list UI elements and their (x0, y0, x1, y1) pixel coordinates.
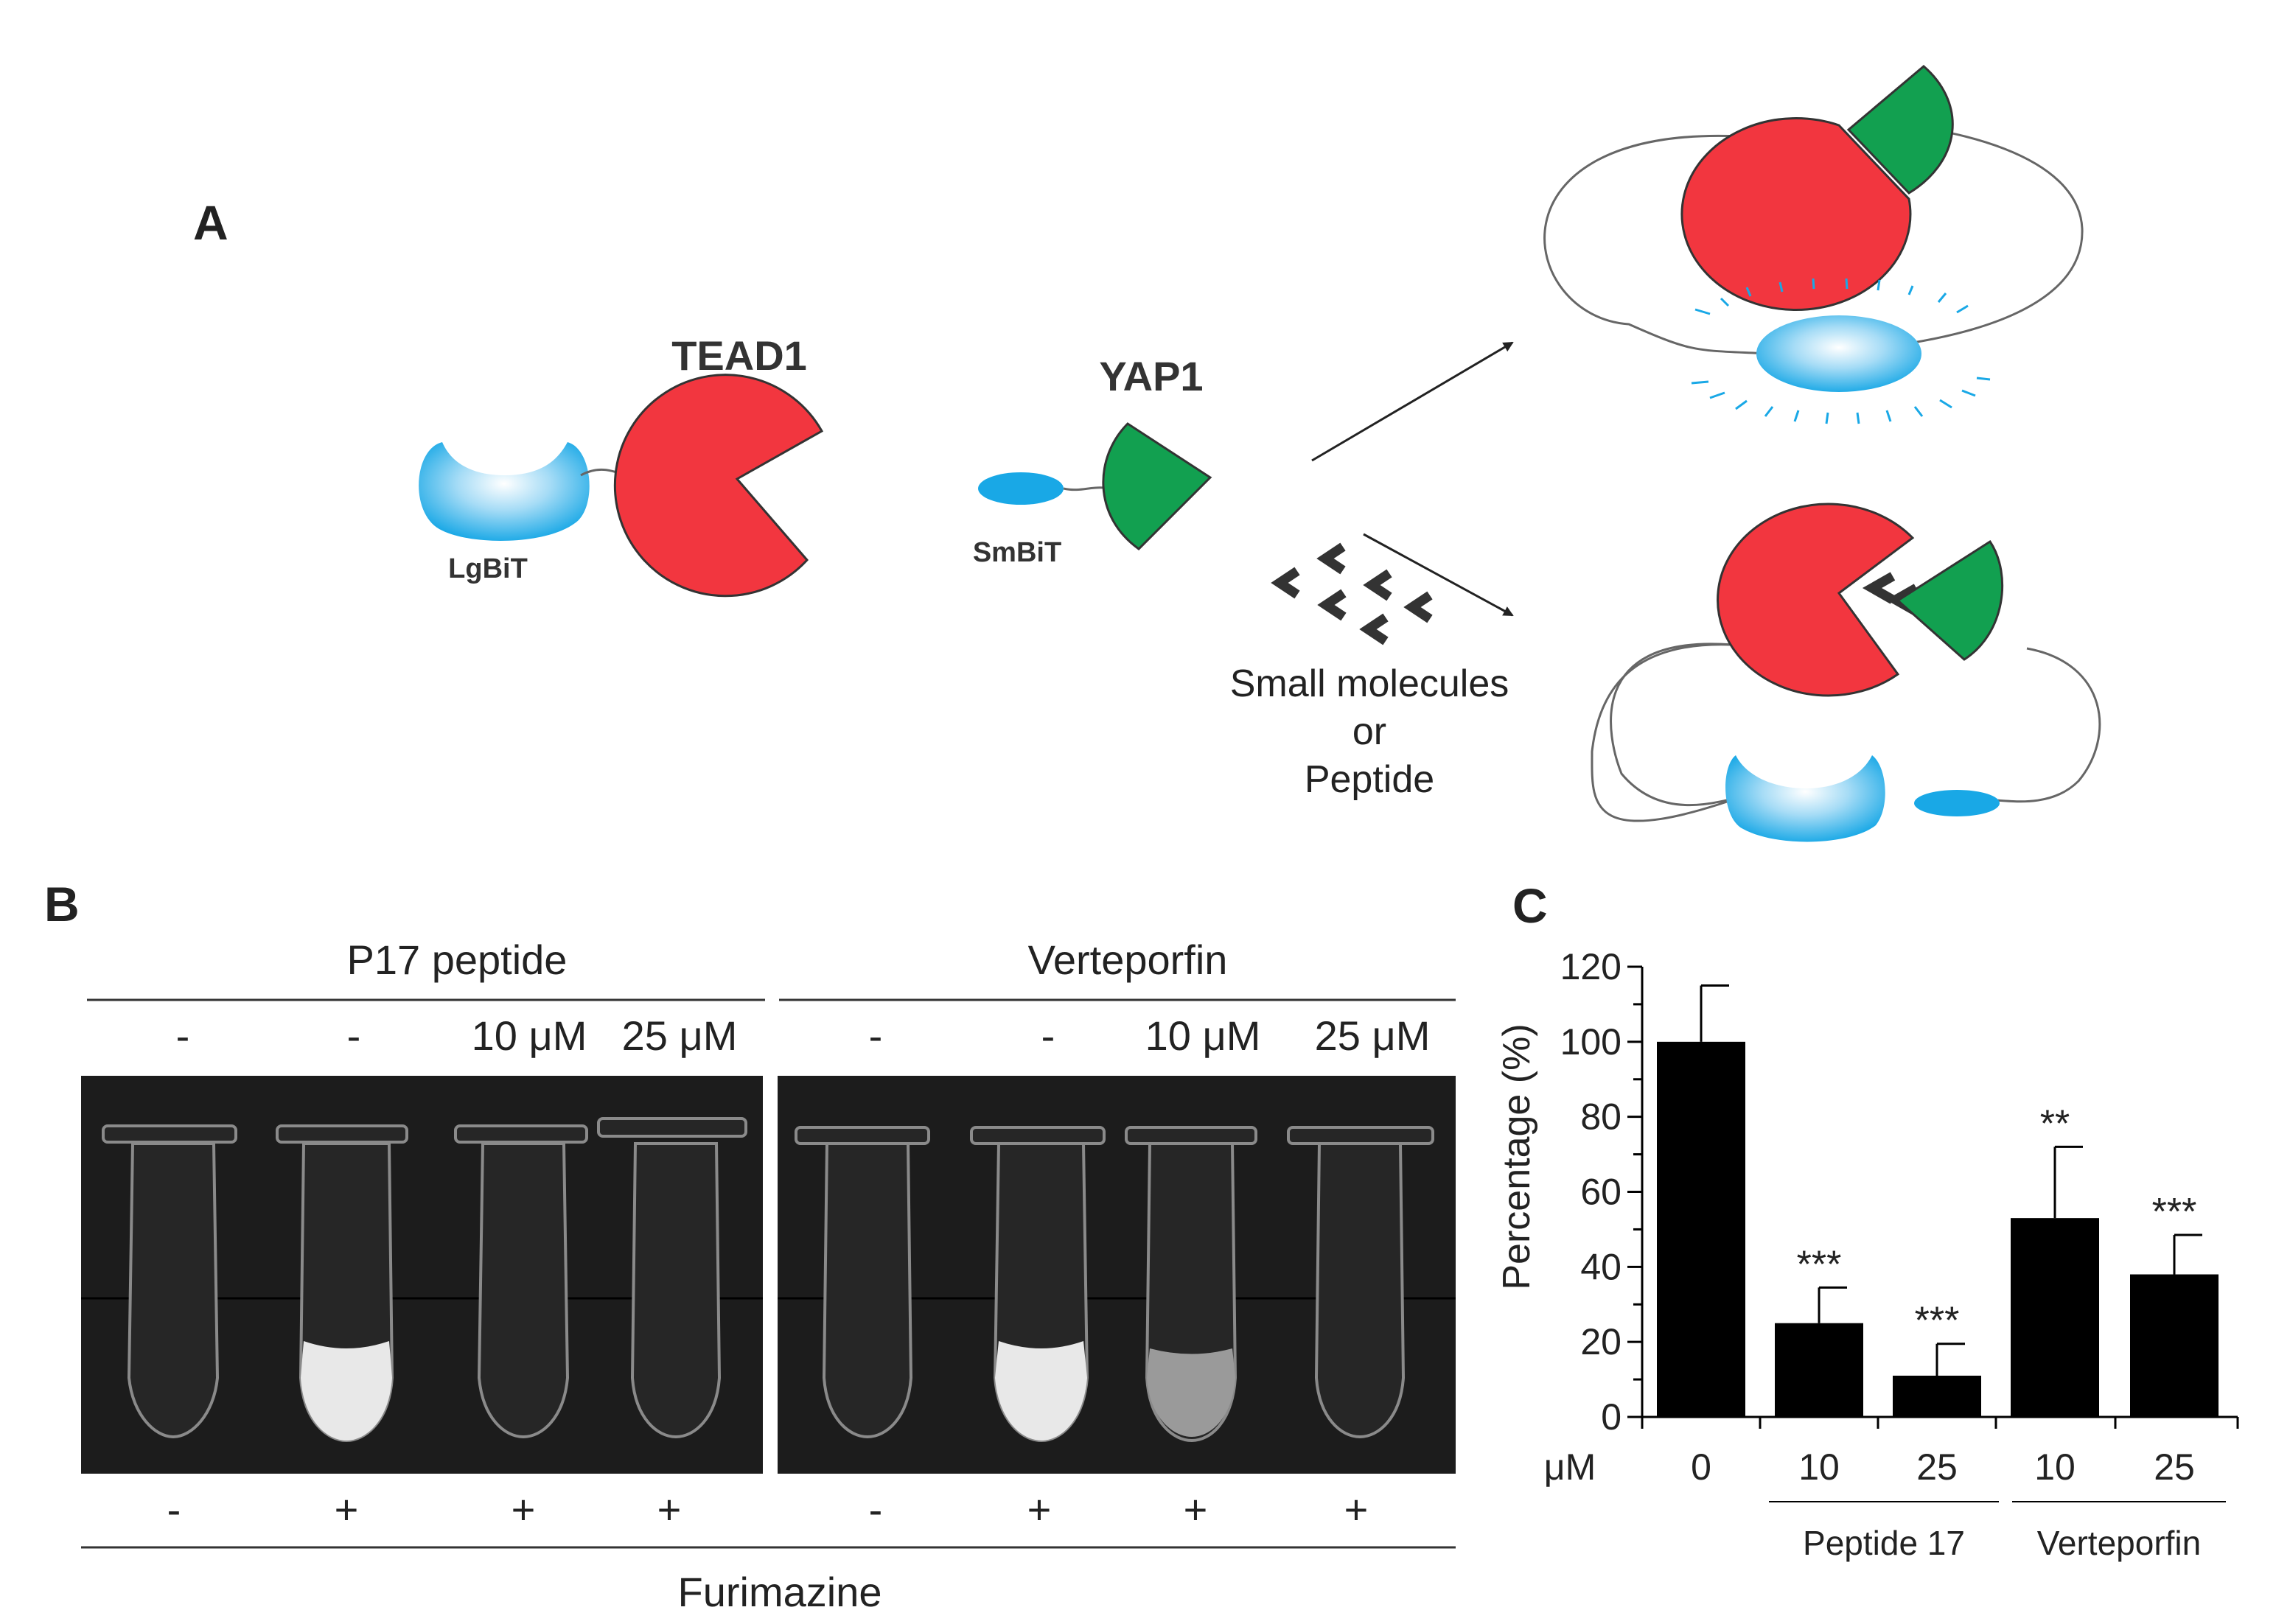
dose-label: 10 μM (1145, 1012, 1261, 1059)
luminescence-rays (1691, 278, 1991, 424)
dose-label: 10 μM (472, 1012, 587, 1059)
furimazine-sign: + (1184, 1486, 1208, 1533)
y-tick-label: 0 (1601, 1396, 1621, 1438)
arrow-inhibition (1363, 533, 1514, 617)
significance-label: *** (1797, 1243, 1842, 1286)
panel-c: C Percentage (%) 0 20 40 60 80 100 120 0 *** 10 **… (1495, 878, 2239, 1562)
bar (1657, 1041, 1745, 1417)
lgbit-label: LgBiT (448, 553, 528, 584)
x-tick-label: 10 (1798, 1446, 1840, 1488)
tead1-label: TEAD1 (671, 332, 807, 379)
bar (1893, 1375, 1981, 1417)
dose-label: - (347, 1012, 361, 1059)
dose-label: 25 μM (1315, 1012, 1431, 1059)
x-tick-label: 0 (1691, 1446, 1711, 1488)
bar (2011, 1218, 2099, 1417)
smbit-label: SmBiT (973, 537, 1061, 568)
furimazine-sign: - (869, 1486, 883, 1533)
inhibitor-line-2: or (1352, 710, 1386, 753)
x-axis-title: μM (1544, 1446, 1596, 1488)
dose-labels: - - 10 μM 25 μM - - 10 μM 25 μM (176, 1012, 1431, 1059)
furimazine-sign: + (335, 1486, 359, 1533)
y-tick-label: 100 (1560, 1021, 1621, 1063)
x-tick-label: 10 (2034, 1446, 2076, 1488)
tube-photo-verteporfin (778, 1076, 1456, 1474)
disrupted-complex (1591, 503, 2101, 842)
bar-chart: 0 20 40 60 80 100 120 0 *** 10 *** 25 ** 10 *** 25 μM Pep… (1544, 946, 2239, 1562)
group-title-p17: P17 peptide (347, 937, 568, 983)
y-tick-label: 20 (1580, 1321, 1621, 1362)
furimazine-sign: - (167, 1486, 181, 1533)
significance-label: ** (2040, 1102, 2070, 1145)
tead1-shape (613, 374, 824, 598)
furimazine-sign: + (657, 1486, 682, 1533)
bound-complex (1543, 65, 2084, 424)
furimazine-sign: + (1027, 1486, 1052, 1533)
inhibitor-chevrons (1271, 542, 1433, 645)
panel-c-letter: C (1512, 878, 1548, 933)
tube-photo-p17 (81, 1076, 763, 1474)
dose-label: - (869, 1012, 883, 1059)
lgbit-shape (419, 442, 590, 541)
significance-label: *** (2152, 1191, 2197, 1233)
dose-label: - (1041, 1012, 1055, 1059)
furimazine-sign: + (1344, 1486, 1369, 1533)
furimazine-signs: - + + + - + + + (167, 1486, 1369, 1533)
arrow-binding (1311, 341, 1514, 462)
y-tick-label: 80 (1580, 1096, 1621, 1138)
yap1-shape (1102, 422, 1212, 550)
x-tick-label: 25 (2154, 1446, 2195, 1488)
y-tick-label: 120 (1560, 946, 1621, 987)
linker (1063, 486, 1105, 491)
group-label: Verteporfin (2037, 1524, 2201, 1562)
y-tick-label: 60 (1580, 1172, 1621, 1213)
panel-a: A LgBiT TEAD1 SmBiT YAP1 Small molecules… (193, 65, 2101, 842)
bar (1775, 1323, 1863, 1417)
y-axis-title: Percentage (%) (1495, 1023, 1538, 1289)
yap1-label: YAP1 (1099, 353, 1203, 399)
furimazine-label: Furimazine (678, 1569, 882, 1615)
dose-label: - (176, 1012, 190, 1059)
panel-b: B P17 peptide Verteporfin - - 10 μM 25 μ… (44, 877, 1456, 1615)
inhibitor-line-1: Small molecules (1230, 662, 1509, 705)
group-label: Peptide 17 (1803, 1524, 1965, 1562)
x-tick-label: 25 (1916, 1446, 1958, 1488)
inhibitor-line-3: Peptide (1305, 758, 1434, 801)
y-tick-label: 40 (1580, 1246, 1621, 1287)
panel-b-letter: B (44, 877, 80, 931)
group-title-verteporfin: Verteporfin (1028, 937, 1228, 983)
furimazine-sign: + (512, 1486, 536, 1533)
panel-a-letter: A (193, 195, 228, 250)
bar (2130, 1274, 2219, 1417)
smbit-shape (978, 472, 1064, 505)
significance-label: *** (1915, 1300, 1960, 1343)
dose-label: 25 μM (622, 1012, 738, 1059)
